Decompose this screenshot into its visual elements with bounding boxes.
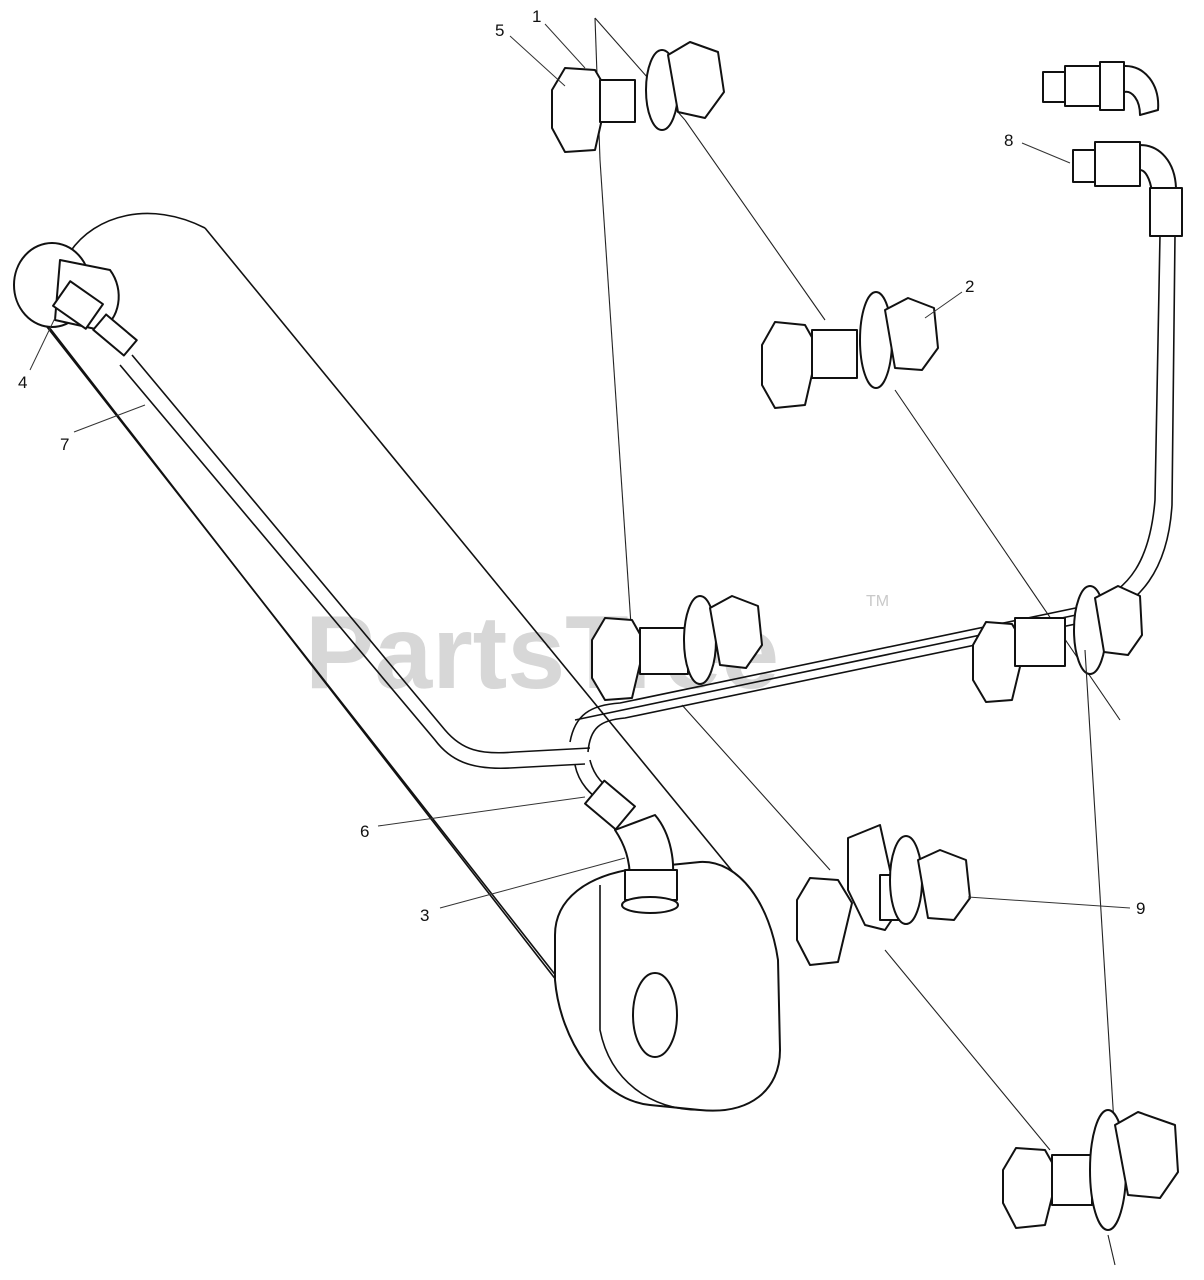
svg-text:7: 7 xyxy=(60,435,69,454)
cylinder-body xyxy=(27,212,781,1112)
svg-text:1: 1 xyxy=(532,7,541,26)
callout-2: 2 xyxy=(924,277,974,319)
bolt-with-clip xyxy=(796,824,1051,1151)
hydraulic-line xyxy=(119,234,1176,811)
callout-6: 6 xyxy=(360,796,586,841)
bolt-group-lower-left xyxy=(591,595,831,871)
callout-9: 9 xyxy=(967,896,1145,918)
bolt-group-top xyxy=(551,17,725,161)
left-fitting xyxy=(13,242,138,357)
elbow-fitting xyxy=(584,779,679,914)
svg-text:3: 3 xyxy=(420,906,429,925)
callout-7: 7 xyxy=(60,404,146,454)
callout-4: 4 xyxy=(18,317,56,392)
svg-text:6: 6 xyxy=(360,822,369,841)
svg-text:8: 8 xyxy=(1004,131,1013,150)
svg-text:9: 9 xyxy=(1136,899,1145,918)
right-top-fittings xyxy=(1042,61,1183,237)
callout-1: 1 xyxy=(532,7,586,69)
callout-8: 8 xyxy=(1004,131,1071,164)
svg-text:5: 5 xyxy=(495,21,504,40)
bolt-group-bottom xyxy=(1002,1109,1179,1266)
svg-text:2: 2 xyxy=(965,277,974,296)
callout-3: 3 xyxy=(420,857,626,925)
callout-5: 5 xyxy=(495,21,566,87)
svg-text:4: 4 xyxy=(18,373,27,392)
bolt-group-lower-right xyxy=(972,585,1143,1141)
watermark-trademark: TM xyxy=(866,593,889,610)
